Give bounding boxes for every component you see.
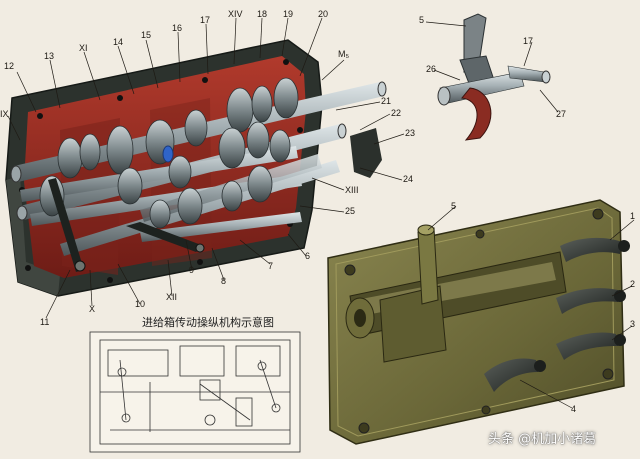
label-19: 19 bbox=[283, 9, 294, 19]
label-17-top: 17 bbox=[200, 15, 211, 25]
label-15: 15 bbox=[141, 30, 152, 40]
label-Mb: M₅ bbox=[338, 49, 350, 59]
label-7: 7 bbox=[268, 261, 274, 271]
label-4: 4 bbox=[571, 404, 577, 414]
label-5-mid: 5 bbox=[451, 201, 457, 211]
label-27: 27 bbox=[556, 109, 567, 119]
leader-lines bbox=[7, 17, 635, 409]
label-24: 24 bbox=[403, 174, 414, 184]
label-25: 25 bbox=[345, 206, 356, 216]
label-14: 14 bbox=[113, 37, 124, 47]
label-23: 23 bbox=[405, 128, 416, 138]
label-11: 11 bbox=[40, 317, 50, 327]
label-2: 2 bbox=[630, 279, 636, 289]
control-handles bbox=[484, 237, 630, 392]
label-6: 6 bbox=[305, 251, 311, 261]
label-IX: IX bbox=[0, 109, 9, 119]
label-8: 8 bbox=[221, 276, 227, 286]
label-X: X bbox=[89, 304, 96, 314]
label-26: 26 bbox=[426, 64, 437, 74]
gearbox-housing bbox=[5, 39, 387, 297]
label-10: 10 bbox=[135, 299, 146, 309]
label-1: 1 bbox=[630, 211, 636, 221]
label-3: 3 bbox=[630, 319, 636, 329]
label-21: 21 bbox=[381, 96, 392, 106]
label-18: 18 bbox=[257, 9, 268, 19]
label-9: 9 bbox=[189, 265, 195, 275]
gear-cluster bbox=[39, 77, 299, 229]
label-12: 12 bbox=[4, 61, 15, 71]
shift-fork-detail bbox=[437, 13, 551, 141]
label-22: 22 bbox=[391, 108, 402, 118]
label-13: 13 bbox=[44, 51, 55, 61]
watermark: 头条 @机加小诸葛 bbox=[488, 432, 597, 447]
label-16: 16 bbox=[172, 23, 183, 33]
label-XIII: XIII bbox=[345, 185, 359, 195]
control-cover-plate bbox=[327, 199, 630, 445]
label-20: 20 bbox=[318, 9, 329, 19]
schematic-diagram bbox=[89, 331, 301, 453]
label-XIV: XIV bbox=[228, 9, 243, 19]
label-5-top: 5 bbox=[419, 15, 425, 25]
diagram-caption: 进给箱传动操纵机构示意图 bbox=[142, 316, 274, 329]
label-17-right: 17 bbox=[523, 36, 534, 46]
label-XII: XII bbox=[166, 292, 178, 302]
label-XI: XI bbox=[79, 43, 88, 53]
